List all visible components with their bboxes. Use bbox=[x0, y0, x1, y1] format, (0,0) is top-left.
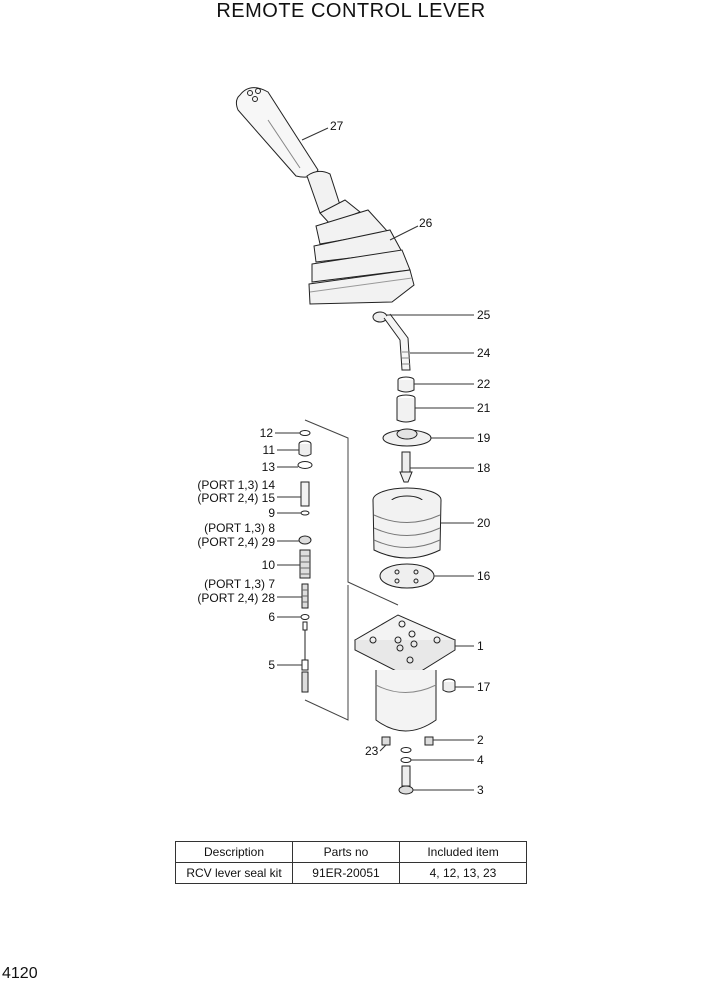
leader-lines bbox=[275, 127, 474, 791]
part-18-joint bbox=[399, 451, 413, 483]
header-description: Description bbox=[175, 841, 293, 863]
page-title: REMOTE CONTROL LEVER bbox=[216, 0, 486, 22]
callout-9: 9 bbox=[268, 506, 275, 520]
callout-13: 13 bbox=[262, 460, 276, 474]
part-1-casing bbox=[353, 614, 457, 732]
callout-24: 24 bbox=[477, 346, 491, 360]
callout-26: 26 bbox=[419, 216, 433, 230]
callout-25: 25 bbox=[477, 308, 491, 322]
cell-description: RCV lever seal kit bbox=[175, 862, 293, 884]
callout-7: (PORT 1,3) 7 bbox=[204, 577, 275, 591]
callout-11: 11 bbox=[263, 443, 276, 457]
callout-14: (PORT 1,3) 14 bbox=[197, 478, 275, 492]
cell-parts-no: 91ER-20051 bbox=[292, 862, 400, 884]
callout-15: (PORT 2,4) 15 bbox=[197, 491, 275, 505]
callout-21: 21 bbox=[477, 401, 491, 415]
part-5-spool bbox=[301, 621, 309, 693]
callout-28: (PORT 2,4) 28 bbox=[197, 591, 275, 605]
callout-17: 17 bbox=[477, 680, 491, 694]
callout-16: 16 bbox=[477, 569, 491, 583]
part-9-washer bbox=[300, 510, 310, 516]
callout-22: 22 bbox=[477, 377, 491, 391]
part-14-15-push-rod bbox=[300, 481, 310, 507]
part-16-plate bbox=[379, 563, 435, 589]
part-11-bush bbox=[298, 440, 312, 457]
part-23-plug bbox=[381, 736, 391, 746]
cell-included-item: 4, 12, 13, 23 bbox=[399, 862, 527, 884]
part-22-cap bbox=[397, 376, 415, 393]
part-8-29-seat bbox=[298, 535, 312, 545]
callout-5: 5 bbox=[268, 658, 275, 672]
page-number: 4120 bbox=[2, 965, 38, 982]
part-26-boot bbox=[306, 170, 415, 305]
part-25-nut bbox=[372, 311, 388, 323]
part-10-spring bbox=[299, 549, 311, 579]
part-24-bent-lever bbox=[383, 313, 411, 371]
callout-3: 3 bbox=[477, 783, 484, 797]
callout-27: 27 bbox=[330, 119, 344, 133]
callout-20: 20 bbox=[477, 516, 491, 530]
part-2-plug bbox=[424, 736, 434, 746]
part-19-disc-plate bbox=[382, 428, 432, 447]
callout-6: 6 bbox=[268, 610, 275, 624]
callout-12: 12 bbox=[260, 426, 274, 440]
part-3-screw bbox=[398, 765, 414, 795]
callout-2: 2 bbox=[477, 733, 484, 747]
part-12-o-ring bbox=[299, 430, 311, 436]
callout-4: 4 bbox=[477, 753, 484, 767]
part-4-o-ring bbox=[400, 747, 412, 763]
part-17-plug bbox=[442, 678, 456, 693]
callout-18: 18 bbox=[477, 461, 491, 475]
callout-23: 23 bbox=[365, 744, 379, 758]
part-7-28-spring bbox=[301, 583, 309, 609]
callout-29: (PORT 2,4) 29 bbox=[197, 535, 275, 549]
callout-1: 1 bbox=[477, 639, 484, 653]
assembly-frame bbox=[304, 419, 399, 721]
header-parts-no: Parts no bbox=[292, 841, 400, 863]
table-header-row: Description Parts no Included item bbox=[175, 841, 527, 863]
part-21-coupling bbox=[396, 394, 416, 423]
part-27-grip bbox=[235, 87, 319, 178]
callout-19: 19 bbox=[477, 431, 491, 445]
table-row: RCV lever seal kit 91ER-20051 4, 12, 13,… bbox=[175, 862, 527, 884]
part-13-o-ring bbox=[297, 461, 313, 469]
part-20-bellows bbox=[372, 487, 442, 559]
part-6-washer bbox=[300, 614, 310, 620]
header-included-item: Included item bbox=[399, 841, 527, 863]
callout-8: (PORT 1,3) 8 bbox=[204, 521, 275, 535]
callout-10: 10 bbox=[262, 558, 276, 572]
seal-kit-table: Description Parts no Included item RCV l… bbox=[175, 841, 527, 884]
